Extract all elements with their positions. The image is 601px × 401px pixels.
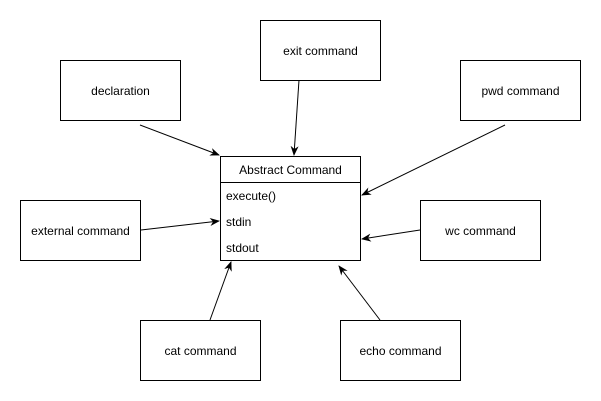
node-declaration: declaration (60, 60, 181, 121)
node-pwd-command: pwd command (460, 60, 581, 121)
node-declaration-label: declaration (91, 83, 150, 98)
node-echo-command: echo command (340, 320, 461, 381)
arrow-echo-to-abstract (338, 265, 381, 321)
class-member-stdout: stdout (226, 241, 259, 255)
node-external-command: external command (20, 200, 141, 261)
node-exit-command-label: exit command (283, 43, 358, 58)
node-wc-command: wc command (420, 200, 541, 261)
class-title: Abstract Command (221, 157, 360, 183)
arrow-declaration-to-abstract (139, 124, 220, 156)
abstract-command-class: Abstract Command execute() stdin stdout (220, 156, 361, 261)
arrow-wc-to-abstract (361, 229, 421, 242)
arrow-pwd-to-abstract (361, 124, 506, 196)
node-echo-command-label: echo command (359, 343, 442, 358)
arrow-exit-to-abstract (290, 79, 300, 156)
arrow-cat-to-abstract (209, 261, 232, 321)
arrow-external-to-abstract (140, 218, 220, 231)
node-cat-command-label: cat command (164, 343, 237, 358)
class-member-stdin: stdin (226, 215, 252, 229)
node-wc-command-label: wc command (445, 223, 516, 238)
node-cat-command: cat command (140, 320, 261, 381)
node-exit-command: exit command (260, 20, 381, 81)
class-member-execute: execute() (226, 189, 277, 203)
node-external-command-label: external command (31, 223, 130, 238)
node-pwd-command-label: pwd command (481, 83, 560, 98)
